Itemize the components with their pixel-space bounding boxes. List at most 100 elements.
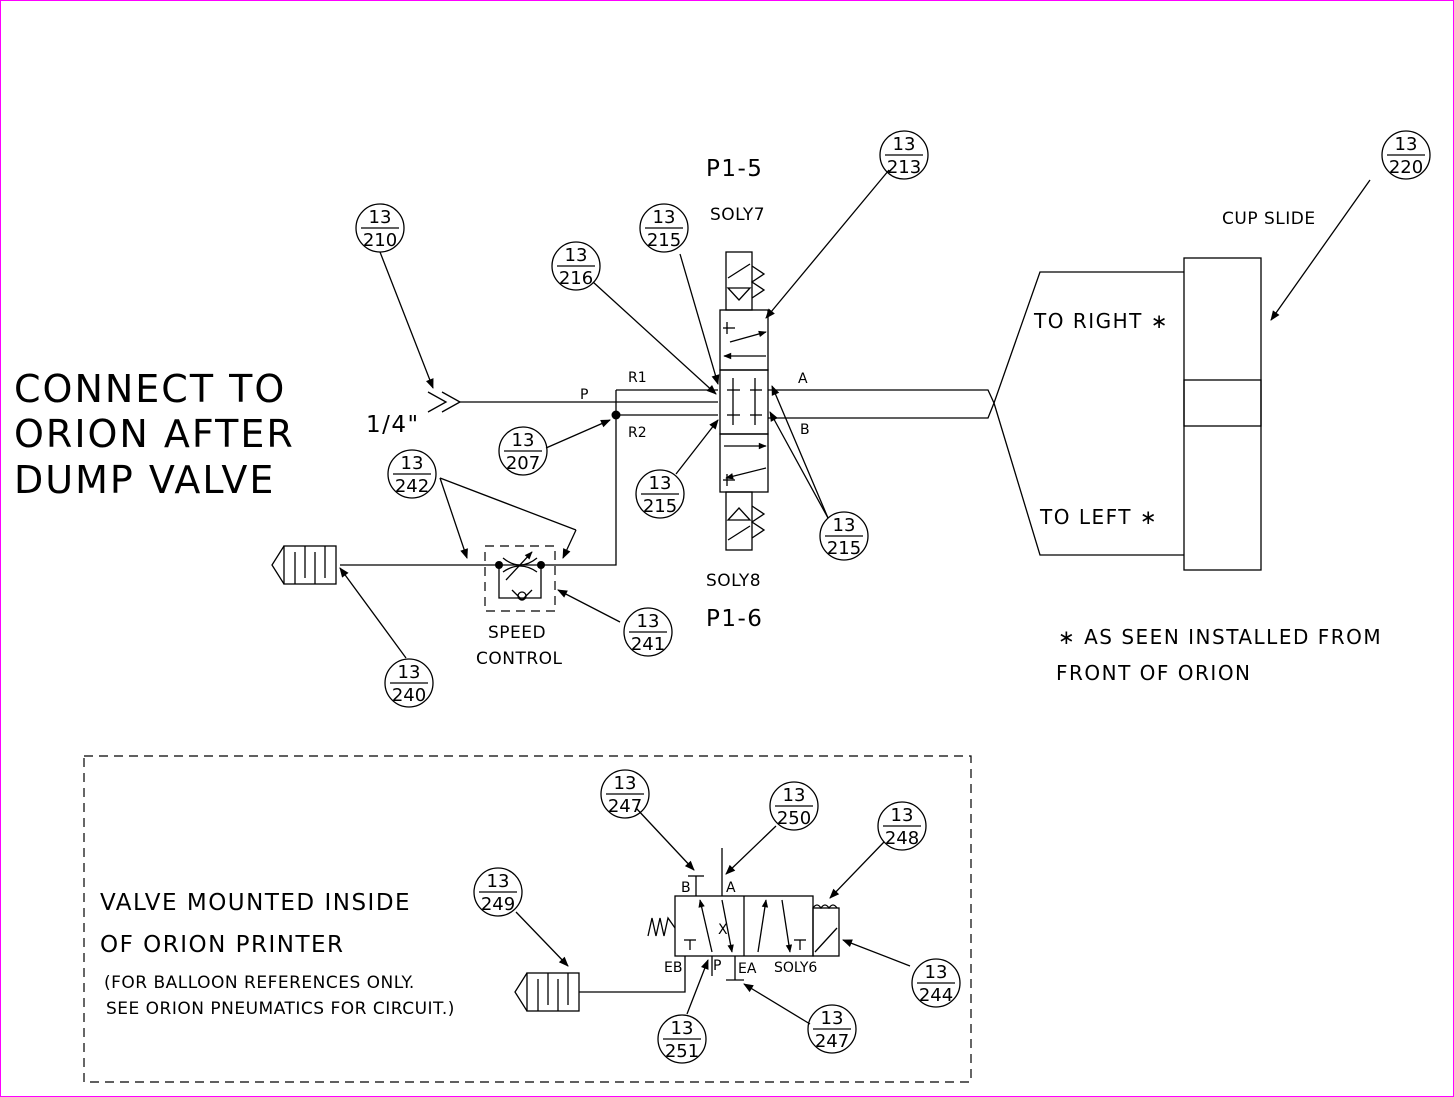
balloon-item: 216 [559,268,593,289]
balloon-item: 247 [608,796,642,817]
top-ref-label: P1-5 [706,156,763,182]
balloon-sheet: 13 [1395,134,1418,155]
balloon-sheet: 13 [821,1008,844,1029]
balloon-sheet: 13 [649,473,672,494]
speed-control-boundary [484,545,556,612]
balloon-sheet: 13 [398,662,421,683]
inset-valve-panel: VALVE MOUNTED INSIDE OF ORION PRINTER (F… [83,755,972,1083]
cylinder-lines: A B [768,271,1184,556]
connect-line-1: CONNECT TO [14,367,286,411]
main-directional-valve: P1-5 SOLY7 SOLY8 P1-6 [706,156,769,632]
installed-note-1: ∗ AS SEEN INSTALLED FROM [1058,625,1382,649]
balloon-item: 247 [815,1031,849,1052]
balloon-item: 250 [777,808,811,829]
inset-port-a: A [726,880,736,896]
balloon-item: 215 [647,230,681,251]
speed-control-label-2: CONTROL [476,649,563,669]
inset-spring-icon [647,916,676,937]
balloon-item: 207 [506,453,540,474]
r2-exhaust-line [340,414,718,566]
inset-port-b: B [681,880,691,896]
balloon-sheet: 13 [369,207,392,228]
fitting-size: 1/4" [366,412,420,438]
balloon-item: 210 [363,230,397,251]
port-p-label: P [580,387,588,403]
inset-port-p: P [713,958,721,974]
port-b-label: B [800,422,810,438]
to-right-label: TO RIGHT ∗ [1033,309,1169,333]
balloon-item: 220 [1389,157,1423,178]
connect-line-2: ORION AFTER [14,412,295,456]
connect-line-3: DUMP VALVE [14,458,275,502]
cup-slide-cylinder: CUP SLIDE TO RIGHT ∗ TO LEFT ∗ [1033,209,1316,571]
port-r2-label: R2 [628,425,647,441]
balloon-sheet: 13 [891,805,914,826]
inset-valve: B A X EB P EA SOLY6 [647,848,840,981]
inset-silencer-icon [514,972,580,1012]
inset-note-1: (FOR BALLOON REFERENCES ONLY. [104,973,415,993]
balloon-sheet: 13 [401,453,424,474]
speed-control-label-1: SPEED [488,623,546,643]
cylinder-piston [1183,379,1262,427]
balloon-sheet: 13 [783,785,806,806]
junction-dot [611,410,621,420]
bottom-solenoid-icon [725,491,753,551]
leader-lines [339,169,1371,1025]
inset-solenoid-label: SOLY6 [774,960,817,976]
balloon-sheet: 13 [893,134,916,155]
inset-pilot-icon [812,904,838,910]
balloon-item: 215 [643,496,677,517]
top-solenoid-icon [725,251,753,311]
connect-note: CONNECT TO ORION AFTER DUMP VALVE [14,367,295,502]
bottom-ref-label: P1-6 [706,606,763,632]
balloon-item: 240 [392,685,426,706]
balloon-sheet: 13 [833,515,856,536]
balloon-item: 248 [885,828,919,849]
balloon-sheet: 13 [637,611,660,632]
balloon-sheet: 13 [653,207,676,228]
port-r1-label: R1 [628,370,647,386]
balloon-sheet: 13 [512,430,535,451]
top-spring-icon [750,265,766,299]
balloon-item: 242 [395,476,429,497]
balloon-item: 251 [665,1041,699,1062]
b-line [768,401,1184,556]
speed-control-valve: SPEED CONTROL [476,545,563,669]
bottom-solenoid-label: SOLY8 [706,571,761,591]
balloon-sheet: 13 [487,871,510,892]
inset-boundary [83,755,972,1083]
cylinder-body [1183,257,1262,571]
inset-title-2: OF ORION PRINTER [100,932,345,958]
inset-exhaust-line [579,956,686,993]
inset-note-2: SEE ORION PNEUMATICS FOR CIRCUIT.) [106,999,455,1019]
inset-title-1: VALVE MOUNTED INSIDE [100,890,411,916]
silencer-icon [271,545,337,585]
cup-slide-title: CUP SLIDE [1222,209,1316,229]
a-line [768,271,1184,405]
supply-lines: 1/4" P R1 R2 [340,370,718,566]
inset-port-x: X [718,922,728,938]
balloon-item: 244 [919,985,953,1006]
balloon-sheet: 13 [925,962,948,983]
port-a-label: A [798,371,808,387]
top-solenoid-label: SOLY7 [710,205,765,225]
balloon-sheet: 13 [671,1018,694,1039]
balloon-item: 249 [481,894,515,915]
balloon-item: 215 [827,538,861,559]
